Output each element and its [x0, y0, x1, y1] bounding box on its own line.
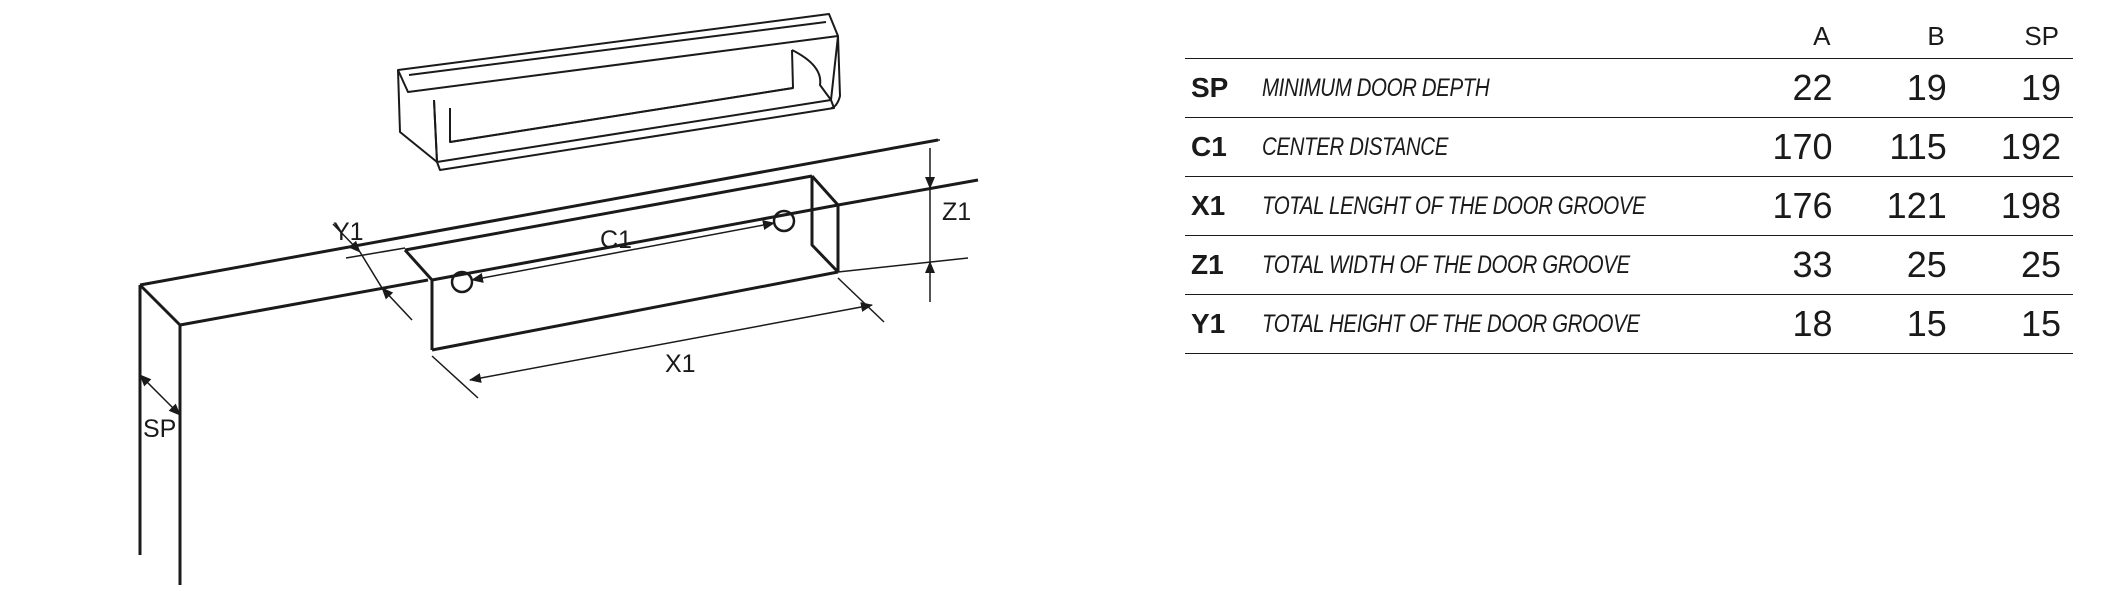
row-value-sp: 25 [1958, 235, 2073, 295]
table-row: C1 CENTER DISTANCE 170 115 192 [1185, 117, 2073, 177]
dim-label-y1: Y1 [333, 218, 364, 246]
door-body-drawing [138, 138, 979, 585]
row-value-a: 22 [1730, 58, 1845, 118]
row-value-sp: 19 [1958, 58, 2073, 118]
row-code: Z1 [1185, 235, 1261, 295]
table-row: Y1 TOTAL HEIGHT OF THE DOOR GROOVE 18 15… [1185, 294, 2073, 354]
row-description: CENTER DISTANCE [1260, 117, 1731, 177]
row-value-b: 15 [1844, 294, 1959, 354]
table-header-blank [1260, 18, 1731, 59]
row-code: SP [1185, 58, 1261, 118]
row-value-b: 19 [1844, 58, 1959, 118]
table-header-row: A B SP [1185, 18, 2073, 59]
row-value-sp: 15 [1958, 294, 2073, 354]
row-description: TOTAL LENGHT OF THE DOOR GROOVE [1260, 176, 1731, 236]
column-header-sp: SP [1958, 18, 2073, 59]
dim-label-c1: C1 [600, 226, 632, 254]
dim-label-sp: SP [143, 415, 176, 443]
column-header-a: A [1730, 18, 1845, 59]
dim-label-z1: Z1 [942, 198, 971, 226]
table-header-blank [1185, 18, 1261, 59]
door-groove-diagram: Y1 C1 Z1 X1 SP [138, 13, 979, 585]
handle-drawing [397, 13, 841, 171]
row-value-b: 121 [1844, 176, 1959, 236]
row-description: MINIMUM DOOR DEPTH [1260, 58, 1731, 118]
row-code: Y1 [1185, 294, 1261, 354]
row-value-a: 176 [1730, 176, 1845, 236]
row-description: TOTAL WIDTH OF THE DOOR GROOVE [1260, 235, 1731, 295]
row-value-a: 33 [1730, 235, 1845, 295]
row-description: TOTAL HEIGHT OF THE DOOR GROOVE [1260, 294, 1731, 354]
row-value-b: 25 [1844, 235, 1959, 295]
row-code: C1 [1185, 117, 1261, 177]
row-value-sp: 192 [1958, 117, 2073, 177]
row-code: X1 [1185, 176, 1261, 236]
table-row: X1 TOTAL LENGHT OF THE DOOR GROOVE 176 1… [1185, 176, 2073, 236]
column-header-b: B [1844, 18, 1959, 59]
dimension-table: A B SP SP MINIMUM DOOR DEPTH 22 19 19 C1… [1185, 18, 2073, 354]
row-value-b: 115 [1844, 117, 1959, 177]
row-value-a: 170 [1730, 117, 1845, 177]
dim-label-x1: X1 [665, 350, 696, 378]
table-row: SP MINIMUM DOOR DEPTH 22 19 19 [1185, 58, 2073, 118]
row-value-a: 18 [1730, 294, 1845, 354]
table-row: Z1 TOTAL WIDTH OF THE DOOR GROOVE 33 25 … [1185, 235, 2073, 295]
dimension-lines [139, 139, 969, 416]
row-value-sp: 198 [1958, 176, 2073, 236]
